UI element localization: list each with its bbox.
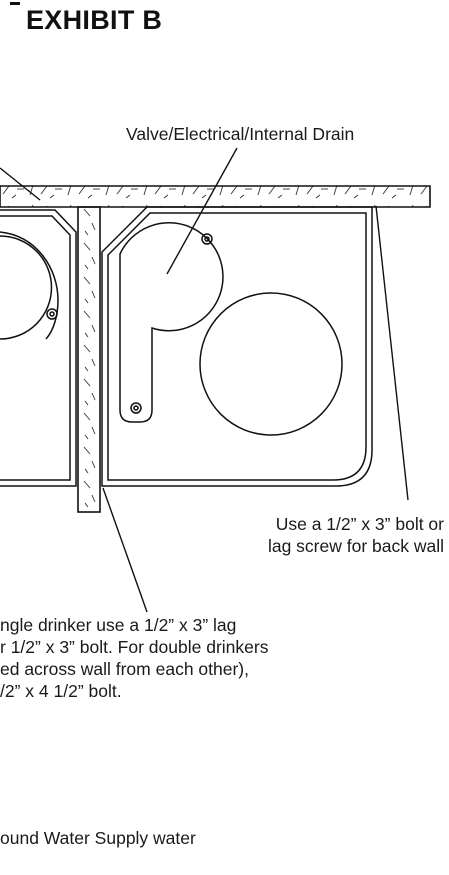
drinking-bowl <box>199 292 343 436</box>
leader-lines <box>0 147 409 613</box>
wall-bolt-note-line2: r 1/2” x 3” bolt. For double drinkers <box>0 637 269 657</box>
wall-bolt-note-line4: /2” x 4 1/2” bolt. <box>0 681 122 701</box>
exhibit-title-text: EXHIBIT B <box>26 5 163 35</box>
vertical-wall <box>77 206 101 513</box>
back-wall-slab <box>0 185 431 208</box>
back-wall-note-line1: Use a 1/2” x 3” bolt or <box>275 514 444 534</box>
valve-bolt-top-icon <box>201 233 213 245</box>
valve-bolt-bottom-icon <box>130 402 142 414</box>
valve-drain-channel <box>119 221 224 423</box>
left-drinker-bolt-icon <box>46 308 58 320</box>
back-wall-note: Use a 1/2” x 3” bolt or lag screw for ba… <box>186 513 444 557</box>
title-bracket-icon <box>10 2 20 27</box>
valve-drain-label: Valve/Electrical/Internal Drain <box>126 124 355 144</box>
wall-bolt-note: ngle drinker use a 1/2” x 3” lag r 1/2” … <box>0 614 268 702</box>
right-drinker-body <box>101 206 373 487</box>
wall-bolt-note-line3: ed across wall from each other), <box>0 659 249 679</box>
water-supply-label: ound Water Supply water <box>0 828 196 848</box>
wall-bolt-note-line1: ngle drinker use a 1/2” x 3” lag <box>0 615 237 635</box>
exhibit-title: EXHIBIT B <box>10 2 163 36</box>
left-drinker-body <box>0 209 77 487</box>
back-wall-note-line2: lag screw for back wall <box>267 536 444 556</box>
